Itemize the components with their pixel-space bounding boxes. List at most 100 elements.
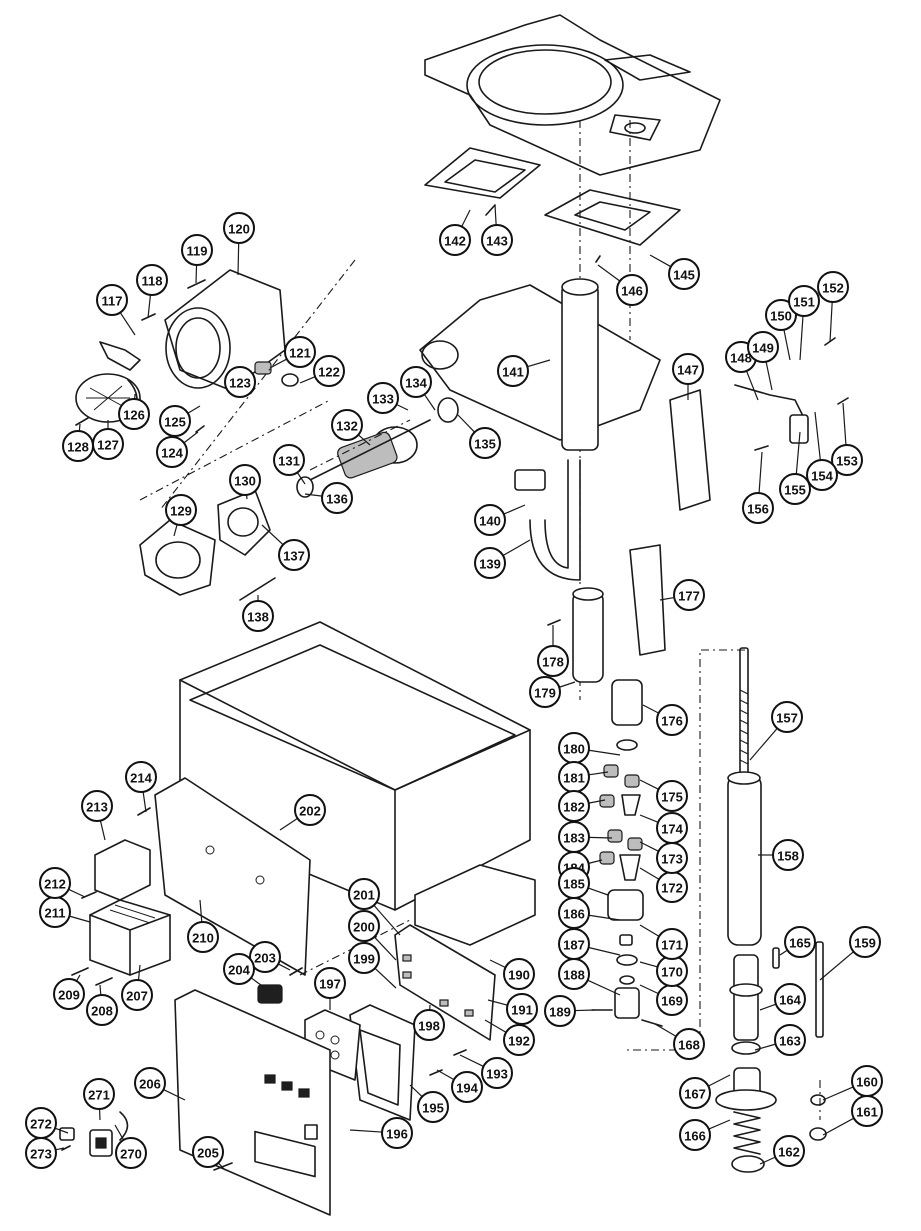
callout-label: 163 [779,1034,801,1049]
callout-label: 167 [684,1087,706,1102]
leader-line [587,979,621,996]
callout-circle [62,430,94,462]
callout-198: 198 [413,1004,445,1041]
callout-189: 189 [544,995,596,1027]
callout-label: 170 [661,965,683,980]
leader-line [822,1086,854,1101]
switch-204 [257,984,283,1004]
callout-circle [348,942,380,974]
shaft-164 [729,954,763,1041]
leader-line [114,1124,125,1141]
leader-line [749,727,778,761]
leader-line [373,936,397,961]
leader-line [199,899,203,923]
callout-label: 213 [86,800,108,815]
callout-125: 125 [159,405,201,437]
callout-label: 138 [247,610,269,625]
callout-circle [679,1119,711,1151]
callout-label: 146 [621,284,643,299]
callout-175: 175 [639,779,688,812]
callout-label: 185 [563,877,585,892]
callout-circle [134,1067,166,1099]
callout-circle [229,464,261,496]
callout-label: 177 [678,589,700,604]
callout-circle [314,967,346,999]
callout-label: 124 [161,446,183,461]
mounting-panel-202 [154,777,311,976]
leader-line [119,312,136,336]
callout-129: 129 [165,494,197,537]
leader-line [484,1019,507,1033]
leader-line [68,888,86,898]
callout-label: 196 [386,1127,408,1142]
callout-label: 178 [542,655,564,670]
plate-145 [544,189,681,246]
callout-label: 161 [856,1105,878,1120]
leader-line [183,431,199,444]
callout-circle [469,427,501,459]
callout-circle [331,409,363,441]
callout-203: 203 [249,941,291,973]
callout-185: 185 [558,867,609,899]
callout-label: 174 [661,822,683,837]
callout-134: 134 [400,366,436,411]
callout-label: 171 [661,938,683,953]
callout-label: 153 [836,454,858,469]
callout-label: 207 [126,989,148,1004]
housing-167 [715,1067,777,1111]
callout-130: 130 [229,464,261,500]
callout-label: 203 [254,951,276,966]
callout-circle [313,355,345,387]
callout-label: 201 [353,888,375,903]
pc-board-190 [394,924,496,1041]
callout-207: 207 [121,964,153,1011]
callout-153: 153 [831,402,863,476]
callout-circle [679,1077,711,1109]
callout-circle [25,1137,57,1169]
leader-line [461,209,471,227]
leader-line [396,403,409,411]
leader-line [163,1089,186,1101]
callout-label: 272 [30,1117,52,1132]
callout-181: 181 [558,761,609,793]
callout-124: 124 [156,431,199,468]
callout-190: 190 [489,958,535,990]
leader-line [759,1156,776,1165]
callout-149: 149 [747,331,779,391]
leader-line [814,411,821,461]
callout-126: 126 [118,393,150,430]
callout-label: 197 [319,977,341,992]
callout-140: 140 [474,504,526,536]
callout-circle [537,645,569,677]
callout-label: 149 [752,341,774,356]
callout-168: 168 [654,1023,705,1060]
callout-label: 186 [563,907,585,922]
callout-label: 160 [856,1075,878,1090]
bracket-147 [669,389,711,511]
callout-label: 176 [661,714,683,729]
callout-188: 188 [558,958,621,996]
spring-166 [733,1111,761,1155]
leader-line [142,791,147,813]
callout-label: 166 [684,1129,706,1144]
callout-label: 152 [822,281,844,296]
callout-circle [367,382,399,414]
callout-label: 140 [479,514,501,529]
callout-circle [115,1137,147,1169]
leader-line [217,1162,226,1171]
leader-line [588,859,603,864]
leader-line [745,370,759,401]
leader-line [795,431,801,475]
leader-line [588,836,613,839]
callout-label: 179 [534,686,556,701]
callout-label: 212 [44,877,66,892]
leader-line [502,539,531,557]
callout-151: 151 [788,285,820,361]
leader-line [639,867,660,880]
key-assembly [59,1111,129,1157]
leader-line [659,596,675,601]
callout-193: 193 [459,1054,513,1089]
callout-166: 166 [679,1119,731,1151]
callout-196: 196 [349,1117,413,1149]
